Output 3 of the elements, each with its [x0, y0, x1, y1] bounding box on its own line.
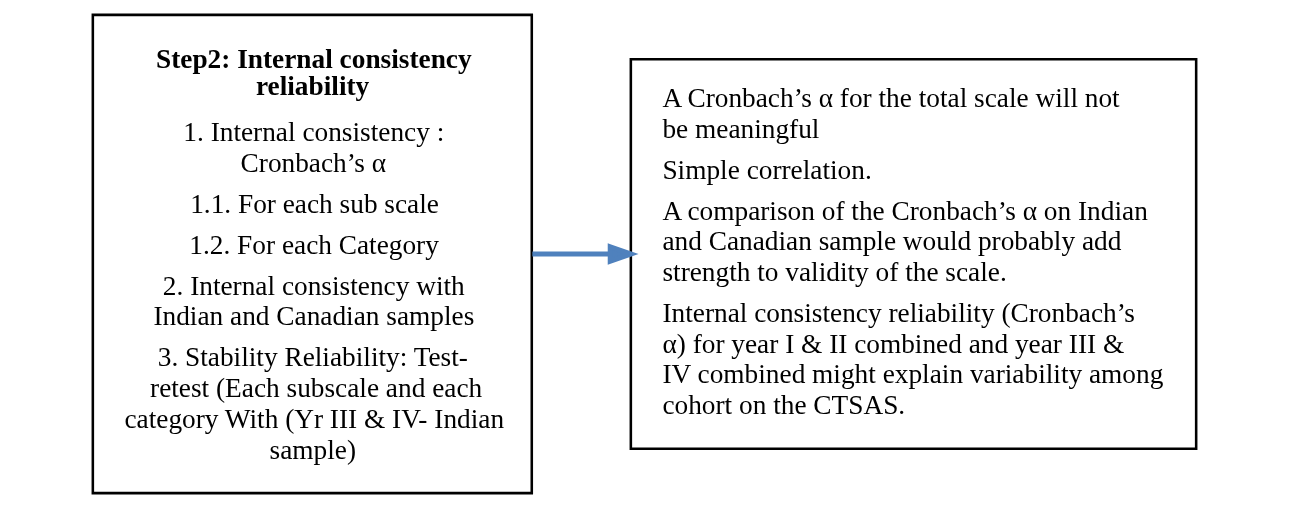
node-box: Step2: Internal consistency reliability 1. Internal consistency : Cronbach’s α 1.1. For each sub scale 1.2. For each Category 2. Internal consistency with Indian and Canadian samples 3. Stability Reliability: Test-retest (Each subscale and each category With (Yr III & IV- Indian sample) — [91, 13, 534, 495]
node-box: A Cronbach’s α for the total scale will not be meaningful Simple correlation. A comparison of the Cronbach’s α on Indian and Canadian sample would probably add strength to validity of the scale. Internal consistency reliability (Cronbach’s α) for year I & II combined and year III & IV combined might explain variability among cohort on the CTSAS. — [629, 58, 1198, 450]
arrow — [532, 243, 639, 265]
